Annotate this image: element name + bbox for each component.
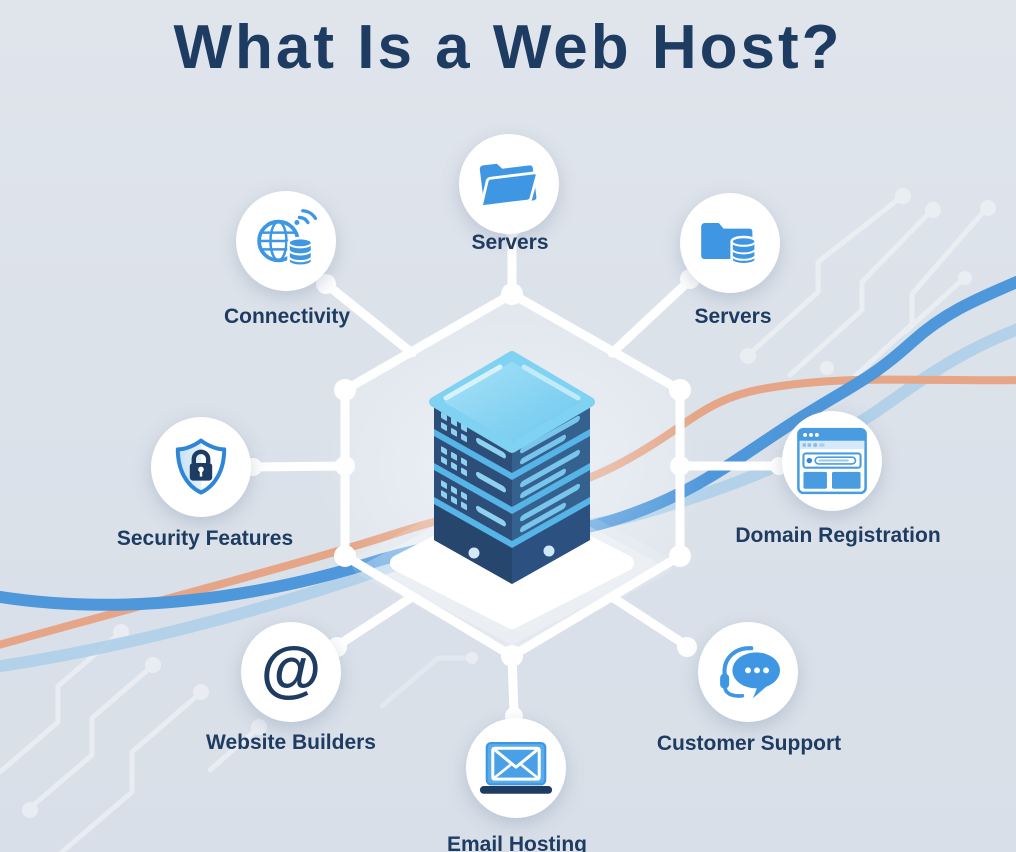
node-connectivity <box>236 191 336 291</box>
browser-window-icon <box>797 427 867 495</box>
node-label-email-hosting: Email Hosting <box>446 833 588 852</box>
node-domain-registration <box>782 411 882 511</box>
node-label-customer-support: Customer Support <box>656 732 842 755</box>
page-title: What Is a Web Host? <box>173 13 843 82</box>
node-website-builders: @ <box>241 622 341 722</box>
open-folder-icon <box>479 163 539 209</box>
at-symbol-icon: @ <box>260 635 322 704</box>
connector-lines <box>248 225 784 719</box>
node-label-website-builders: Website Builders <box>206 731 376 754</box>
node-label-connectivity: Connectivity <box>223 305 351 328</box>
node-customer-support <box>698 622 798 722</box>
node-label-servers-right: Servers <box>694 305 772 328</box>
server-stack-icon <box>429 351 595 584</box>
headset-chat-bubble-icon <box>720 646 780 699</box>
node-servers-right <box>680 193 780 293</box>
node-label-domain-registration: Domain Registration <box>735 524 941 547</box>
shield-lock-icon <box>175 438 227 495</box>
folder-database-icon <box>701 223 757 266</box>
node-email-hosting <box>466 718 566 818</box>
laptop-envelope-icon <box>479 741 553 794</box>
node-label-servers-top: Servers <box>471 231 549 254</box>
node-label-security-features: Security Features <box>116 527 294 550</box>
globe-database-wifi-icon <box>257 209 318 268</box>
node-servers-top <box>459 134 559 234</box>
circuit-traces <box>0 188 996 852</box>
node-security-features <box>151 417 251 517</box>
